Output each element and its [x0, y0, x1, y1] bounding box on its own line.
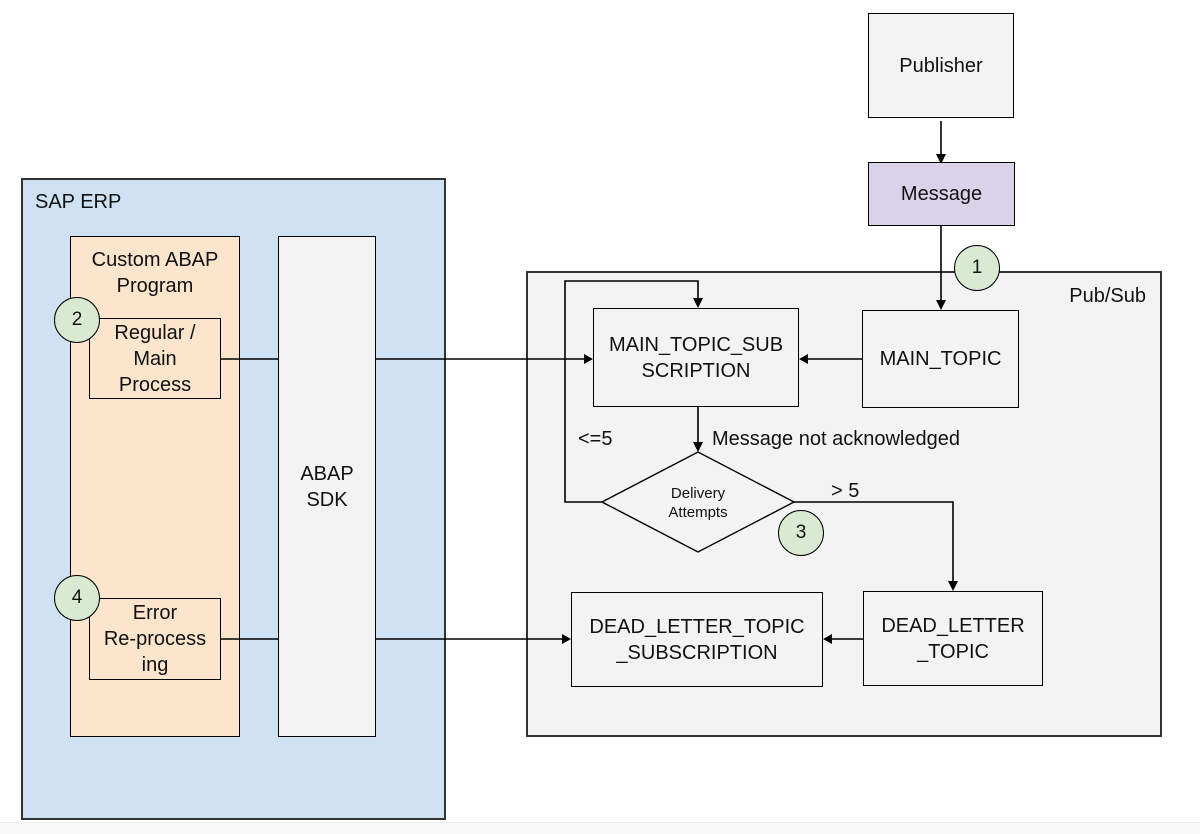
- step-circle-3: 3: [778, 510, 824, 556]
- dead-letter-topic-box: DEAD_LETTER _TOPIC: [863, 591, 1043, 686]
- arrowheads: [562, 154, 958, 644]
- step-4-number: 4: [71, 587, 83, 608]
- edge-label-retry-limit: <=5: [578, 428, 613, 450]
- message-box: Message: [868, 162, 1015, 226]
- step-circle-1: 1: [954, 245, 1000, 291]
- dead-letter-topic-subscription-box: DEAD_LETTER_TOPIC _SUBSCRIPTION: [571, 592, 823, 687]
- abap-sdk-box: ABAP SDK: [278, 236, 376, 737]
- custom-abap-program-label: Program: [116, 275, 194, 297]
- delivery-attempts-label: Delivery Attempts: [668, 485, 728, 521]
- step-circle-2: 2: [54, 297, 100, 343]
- edge-label-not-acknowledged: Message not acknowledged: [712, 428, 960, 450]
- step-1-number: 1: [971, 257, 983, 278]
- publisher-box: Publisher: [868, 13, 1014, 118]
- error-reprocessing-box: Error Re-process ing: [89, 598, 221, 680]
- edge-retry-loop: [564, 280, 699, 503]
- custom-abap-program-label: Custom ABAP: [91, 249, 219, 271]
- regular-main-process-box: Regular / Main Process: [89, 318, 221, 399]
- delivery-attempts-diamond: [600, 451, 796, 553]
- step-3-number: 3: [795, 522, 807, 543]
- edge-label-limit-exceeded: > 5: [831, 480, 860, 502]
- step-2-number: 2: [71, 309, 83, 330]
- main-topic-box: MAIN_TOPIC: [862, 310, 1019, 408]
- step-circle-4: 4: [54, 575, 100, 621]
- edge-decision-to-dead-letter-topic: [794, 501, 954, 582]
- pubsub-label: Pub/Sub: [1069, 285, 1146, 307]
- bottom-edge-strip: [0, 822, 1200, 834]
- sap-erp-label: SAP ERP: [35, 191, 122, 213]
- main-topic-subscription-box: MAIN_TOPIC_SUB SCRIPTION: [593, 308, 799, 407]
